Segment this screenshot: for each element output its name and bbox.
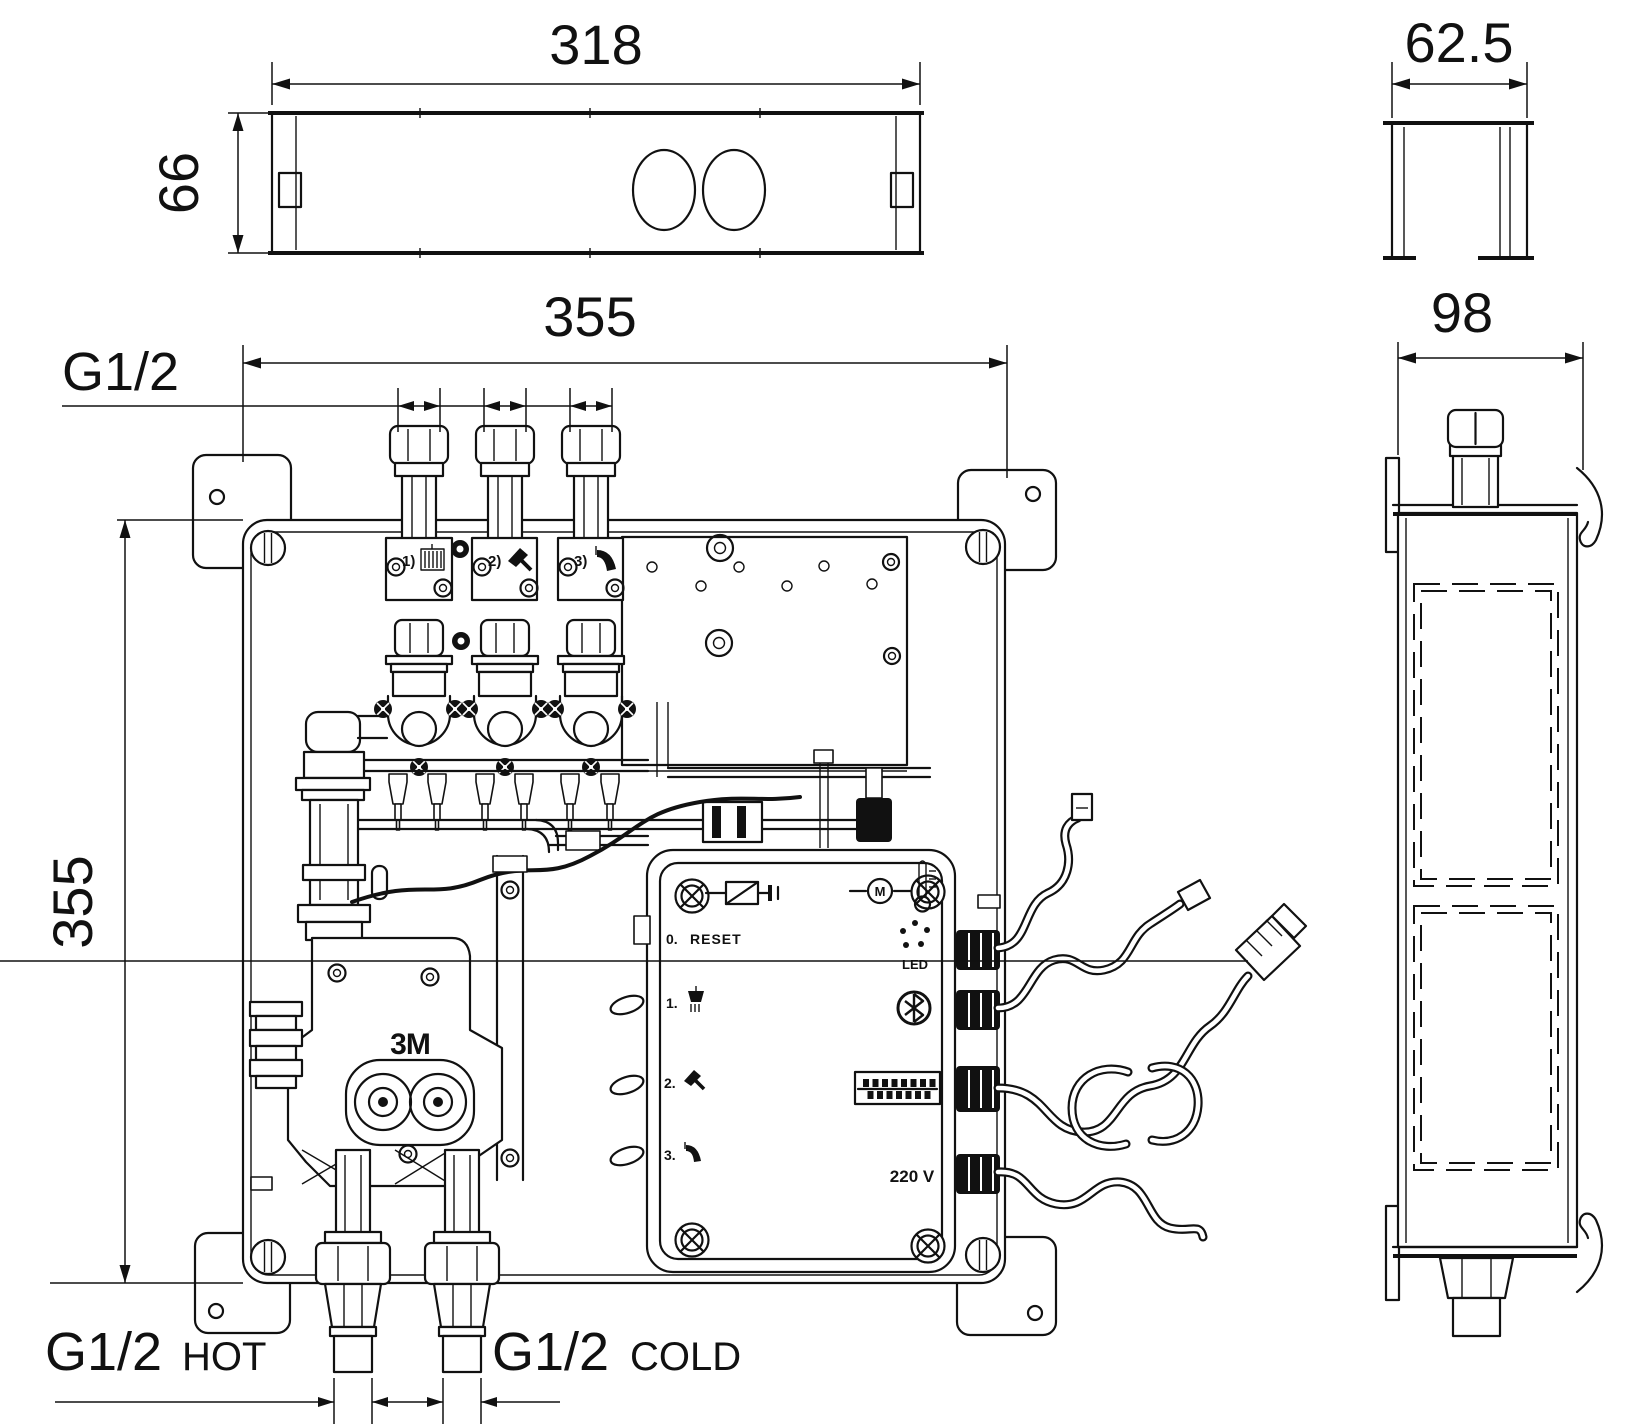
outlet-plate-2-label: 2): [488, 553, 501, 570]
phillips-screw-icon: [910, 874, 946, 910]
dim-value-355-width: 355: [543, 285, 636, 348]
hot-word-label: HOT: [182, 1335, 266, 1379]
outlet-plate-1-label: 1): [402, 553, 415, 570]
led-indicator: [900, 920, 930, 948]
phillips-screw-icon: [674, 1222, 710, 1258]
thermometer-icon: [913, 860, 936, 913]
step0-label: 0.: [666, 931, 678, 947]
corner-screw: [964, 528, 1002, 566]
control-box: M 0. RESET 1.: [609, 848, 957, 1274]
holes-plate: [620, 533, 909, 772]
cable-coupling: [701, 800, 764, 844]
outlet-thread-label: G1/2: [62, 342, 179, 402]
cable-plug: [0, 902, 1308, 982]
step2-label: 2.: [664, 1075, 676, 1091]
cable-gland: [956, 990, 1000, 1030]
spring-clip: [609, 994, 645, 1016]
cold-word-label: COLD: [630, 1335, 741, 1379]
riser-pipe: [294, 710, 389, 942]
outlet-plate-3-label: 3): [574, 553, 587, 570]
step3-label: 3.: [664, 1147, 676, 1163]
hand-shower-icon: [508, 548, 533, 572]
step1-label: 1.: [666, 995, 678, 1011]
hot-thread-label: G1/2: [45, 1322, 162, 1382]
voltage-label: 220 V: [890, 1167, 935, 1186]
cable-connector: [1070, 792, 1094, 822]
hot-inlet-connector: [314, 1148, 392, 1374]
dim-98: 98: [1397, 281, 1584, 470]
cable-gland: [956, 930, 1000, 970]
dim-value-98: 98: [1431, 281, 1493, 344]
corner-screw: [249, 529, 287, 567]
cable-hole: [631, 148, 697, 232]
bluetooth-icon: [896, 990, 932, 1026]
dim-62-5: 62.5: [1391, 11, 1528, 118]
cable-gland: [956, 1154, 1000, 1194]
mounting-tab-edge: [1384, 1204, 1401, 1302]
mixer-valve: 3M: [248, 936, 504, 1188]
outlet-plate-3: 3): [556, 536, 625, 602]
motor-icon: M: [848, 877, 912, 905]
outlet-plate-1: 1): [384, 536, 454, 602]
retaining-spring: [1575, 466, 1604, 548]
overhead-shower-icon: [420, 544, 445, 571]
sensor-cable: [350, 795, 802, 904]
mixer-brand: 3M: [390, 1028, 430, 1061]
spout-icon: [684, 1142, 701, 1162]
dim-value-66: 66: [147, 152, 210, 214]
inlet-connector-side: [1438, 1256, 1515, 1338]
cable-connector: [1176, 878, 1212, 912]
mounting-clip: [277, 171, 303, 209]
dim-66: 66: [147, 112, 268, 254]
dim-value-62-5: 62.5: [1405, 11, 1514, 74]
side-view: 98: [1384, 281, 1604, 1338]
dip-switch-icon: [853, 1070, 942, 1106]
cold-inlet-connector: [423, 1148, 501, 1374]
solenoid-valve-icon: [704, 880, 780, 906]
lever: [370, 864, 389, 901]
dim-value-355-height: 355: [41, 855, 104, 948]
mounting-clip: [889, 171, 915, 209]
led-label: LED: [902, 957, 928, 972]
reset-label: RESET: [690, 931, 742, 947]
hand-shower-icon: [684, 1070, 706, 1091]
cable-hole: [701, 148, 767, 232]
knockout-outline: [1413, 905, 1559, 1171]
motor-letter: M: [875, 884, 886, 899]
spring-clip: [609, 1074, 645, 1096]
cable-gland: [956, 1066, 1000, 1112]
thermo-probe: [813, 749, 892, 848]
phillips-screw-icon: [910, 1228, 946, 1264]
dim-355-width: 355: [242, 285, 1008, 478]
lid-side-view: 62.5: [1383, 11, 1534, 260]
outlet-plate-2: 2): [470, 536, 539, 602]
outlet-connector-side: [1446, 408, 1505, 509]
retaining-spring: [1575, 1212, 1604, 1294]
connection-cables: [0, 792, 1308, 1242]
dim-g12-hot-cold: G1/2 HOT G1/2 COLD: [45, 1322, 741, 1424]
spout-icon: [595, 546, 616, 571]
dim-g12-outlets: G1/2: [62, 342, 613, 432]
cable-glands: [956, 930, 1000, 1194]
divider-plate: [492, 854, 528, 1182]
dim-318: 318: [271, 13, 921, 105]
phillips-screw-icon: [674, 878, 710, 914]
cold-thread-label: G1/2: [492, 1322, 609, 1382]
knockout-outline: [1413, 583, 1559, 887]
corner-screw: [964, 1236, 1002, 1274]
front-view: 1) 2) 3): [0, 285, 1308, 1424]
knockout-outline: [1420, 590, 1552, 880]
overhead-shower-icon: [688, 986, 704, 1012]
spring-clip: [609, 1145, 645, 1167]
dim-value-318: 318: [549, 13, 642, 76]
dim-355-height: 355: [41, 519, 243, 1284]
corner-screw: [249, 1238, 287, 1276]
top-view: 318 66: [147, 13, 924, 258]
